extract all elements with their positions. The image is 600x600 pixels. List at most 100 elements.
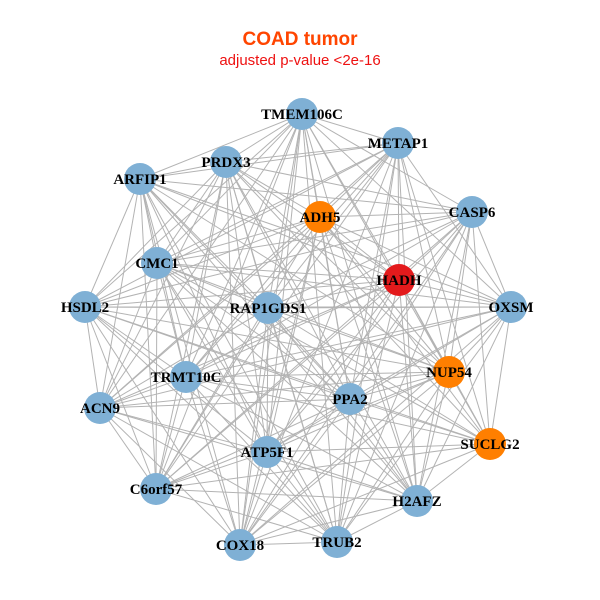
node-label: CASP6 — [449, 205, 496, 221]
edge — [99, 307, 269, 409]
node-circle — [124, 163, 156, 195]
edge — [239, 113, 303, 546]
edge — [156, 262, 269, 309]
node-label: C6orf57 — [130, 482, 183, 498]
edge — [398, 279, 512, 308]
edge — [448, 211, 473, 373]
node-hsdl2[interactable]: HSDL2 — [61, 291, 109, 323]
node-atp5f1[interactable]: ATP5F1 — [240, 436, 294, 468]
edge — [155, 488, 338, 543]
edge — [84, 306, 187, 378]
node-trub2[interactable]: TRUB2 — [312, 526, 362, 558]
edge — [139, 142, 399, 180]
edge — [266, 216, 321, 453]
edge — [319, 216, 491, 445]
node-hadh[interactable]: HADH — [377, 264, 422, 296]
node-adh5[interactable]: ADH5 — [300, 201, 341, 233]
node-circle — [334, 383, 366, 415]
edge — [301, 113, 399, 144]
node-label: TRMT10C — [151, 370, 222, 386]
edge — [319, 216, 450, 373]
chart-subtitle: adjusted p-value <2e-16 — [219, 52, 381, 69]
edge — [349, 306, 512, 400]
edge — [99, 262, 158, 409]
node-cox18[interactable]: COX18 — [216, 529, 264, 561]
edge — [319, 216, 400, 281]
node-label: SUCLG2 — [460, 437, 519, 453]
edge — [155, 443, 491, 490]
edge — [185, 376, 491, 445]
edge — [84, 211, 473, 308]
edge — [84, 113, 303, 308]
node-circle — [224, 529, 256, 561]
edge — [266, 451, 418, 502]
edge — [155, 113, 303, 490]
edge — [155, 307, 269, 490]
edge — [349, 142, 399, 400]
edge — [185, 279, 400, 378]
edge — [99, 407, 338, 543]
node-label: OXSM — [489, 300, 534, 316]
node-ppa2[interactable]: PPA2 — [332, 383, 368, 415]
node-casp6[interactable]: CASP6 — [449, 196, 496, 228]
node-metap1[interactable]: METAP1 — [368, 127, 429, 159]
edge — [185, 113, 303, 378]
node-label: RAP1GDS1 — [230, 301, 307, 317]
edge — [99, 371, 450, 409]
edge — [155, 371, 450, 490]
node-circle — [456, 196, 488, 228]
node-circle — [474, 428, 506, 460]
edge — [267, 279, 400, 309]
edge — [225, 161, 321, 218]
edge — [239, 451, 268, 546]
edge — [266, 451, 338, 543]
node-c6orf57[interactable]: C6orf57 — [130, 473, 183, 505]
edge — [225, 161, 491, 445]
edge — [225, 161, 473, 213]
node-arfip1[interactable]: ARFIP1 — [113, 163, 167, 195]
edge — [349, 398, 491, 445]
edge — [319, 211, 473, 218]
edge — [156, 161, 227, 264]
edge — [266, 211, 473, 453]
node-cmc1[interactable]: CMC1 — [135, 247, 179, 279]
node-suclg2[interactable]: SUCLG2 — [460, 428, 520, 460]
node-rap1gds1[interactable]: RAP1GDS1 — [230, 292, 307, 324]
edge — [319, 142, 399, 218]
node-label: ADH5 — [300, 210, 341, 226]
edge — [416, 306, 512, 502]
node-tmem106c[interactable]: TMEM106C — [261, 98, 343, 130]
edge — [84, 142, 399, 308]
edge — [185, 142, 399, 378]
node-circle — [321, 526, 353, 558]
node-label: ATP5F1 — [240, 445, 293, 461]
edge — [99, 398, 351, 409]
edge — [239, 142, 399, 546]
edge — [225, 142, 399, 163]
edge — [156, 262, 418, 502]
edge — [349, 371, 450, 400]
edge — [156, 262, 187, 378]
node-nup54[interactable]: NUP54 — [426, 356, 472, 388]
edge — [397, 142, 512, 308]
edge — [99, 407, 241, 546]
node-circle — [286, 98, 318, 130]
edge — [155, 279, 400, 490]
node-h2afz[interactable]: H2AFZ — [392, 485, 442, 517]
edge — [139, 178, 473, 213]
node-circle — [401, 485, 433, 517]
edge — [139, 178, 512, 308]
node-label: COX18 — [216, 538, 264, 554]
node-prdx3[interactable]: PRDX3 — [201, 146, 251, 178]
edge — [239, 306, 512, 546]
edge — [84, 279, 400, 308]
node-oxsm[interactable]: OXSM — [489, 291, 534, 323]
edge — [239, 279, 400, 546]
edge — [156, 142, 399, 264]
node-label: TMEM106C — [261, 107, 343, 123]
node-trmt10c[interactable]: TRMT10C — [151, 361, 222, 393]
node-circle — [69, 291, 101, 323]
node-acn9[interactable]: ACN9 — [80, 392, 120, 424]
node-label: HSDL2 — [61, 300, 109, 316]
chart-title: COAD tumor — [242, 29, 358, 50]
